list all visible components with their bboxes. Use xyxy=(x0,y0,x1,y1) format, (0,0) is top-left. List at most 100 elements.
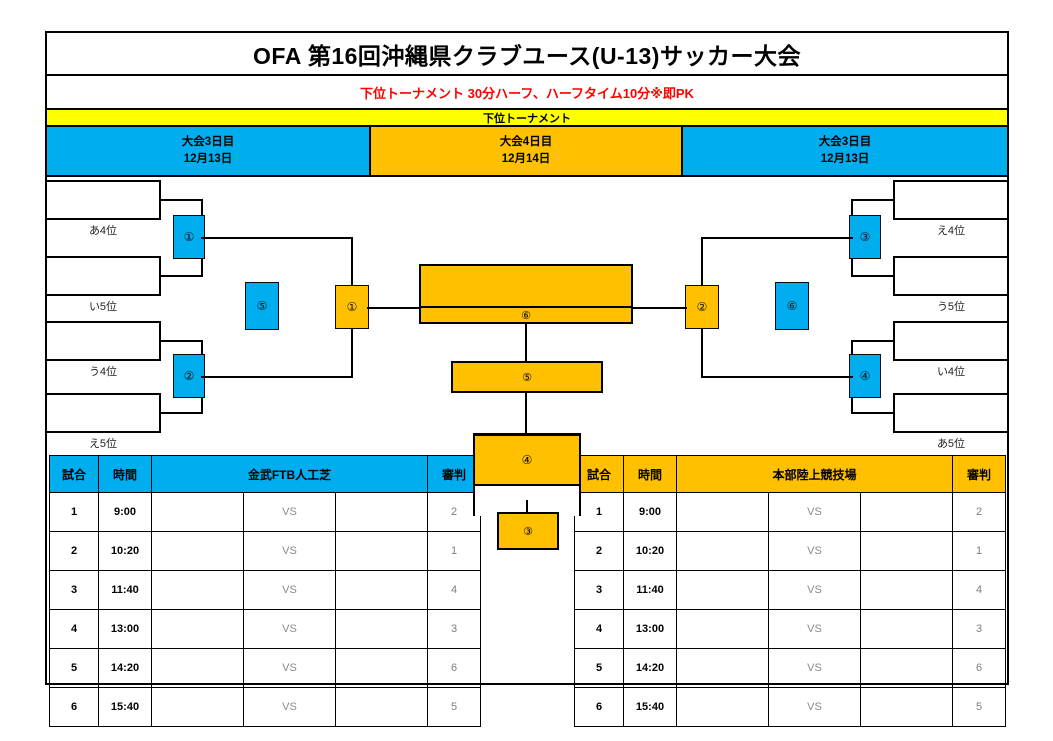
tournament-banner-text: 下位トーナメント xyxy=(483,112,571,125)
cell-left-vs-2: VS xyxy=(243,531,336,571)
match-badge-left-consolation: ⑤ xyxy=(245,282,279,330)
table-row: 4 13:00 VS 3 xyxy=(49,609,481,649)
cell-left-vs-1: VS xyxy=(243,492,336,532)
cell-left-away-2[interactable] xyxy=(335,531,428,571)
day-cell-1-date: 12月13日 xyxy=(183,153,233,165)
connector-right-2b xyxy=(851,412,895,414)
cell-right-home-6[interactable] xyxy=(676,687,769,727)
match-badge-right-1: ③ xyxy=(849,215,881,259)
cell-left-away-1[interactable] xyxy=(335,492,428,532)
cell-right-time-1: 9:00 xyxy=(623,492,677,532)
connector-final-down-1 xyxy=(525,324,527,361)
cell-right-home-3[interactable] xyxy=(676,570,769,610)
team-label-left-1: あ4位 xyxy=(88,225,118,237)
connector-right-to-final xyxy=(631,307,687,309)
team-label-right-4: あ5位 xyxy=(936,438,966,450)
table-row: 3 11:40 VS 4 xyxy=(574,570,1006,610)
cell-right-vs-2: VS xyxy=(768,531,861,571)
cell-right-home-5[interactable] xyxy=(676,648,769,688)
team-slot-right-1 xyxy=(893,180,1009,220)
connector-right-sf-top xyxy=(701,237,853,239)
cell-right-away-2[interactable] xyxy=(860,531,953,571)
cell-left-time-6: 15:40 xyxy=(98,687,152,727)
table-row: 6 15:40 VS 5 xyxy=(49,687,481,727)
cell-left-away-3[interactable] xyxy=(335,570,428,610)
cell-right-home-4[interactable] xyxy=(676,609,769,649)
match-badge-right-2: ④ xyxy=(849,354,881,398)
cell-right-away-3[interactable] xyxy=(860,570,953,610)
table-row: 2 10:20 VS 1 xyxy=(49,531,481,571)
cell-left-ref-1: 2 xyxy=(427,492,481,532)
cell-left-time-5: 14:20 xyxy=(98,648,152,688)
connector-final-down-2 xyxy=(525,393,527,433)
day-cell-3: 大会3日目 12月13日 xyxy=(683,127,1007,175)
cell-right-no-6: 6 xyxy=(574,687,624,727)
day-cell-3-date: 12月13日 xyxy=(820,153,870,165)
center-box-3: ③ xyxy=(497,512,559,550)
cell-left-away-5[interactable] xyxy=(335,648,428,688)
cell-left-time-1: 9:00 xyxy=(98,492,152,532)
cell-left-home-4[interactable] xyxy=(151,609,244,649)
table-row: 5 14:20 VS 6 xyxy=(574,648,1006,688)
third-place-box: ⑤ xyxy=(451,361,603,393)
page-title-text: OFA 第16回沖縄県クラブユース(U-13)サッカー大会 xyxy=(253,42,801,69)
cell-left-home-6[interactable] xyxy=(151,687,244,727)
day-cell-2-date: 12月14日 xyxy=(501,153,551,165)
cell-right-no-2: 2 xyxy=(574,531,624,571)
cell-right-vs-4: VS xyxy=(768,609,861,649)
cell-left-home-2[interactable] xyxy=(151,531,244,571)
cell-left-no-6: 6 xyxy=(49,687,99,727)
team-slot-left-3 xyxy=(45,321,161,361)
cell-left-time-4: 13:00 xyxy=(98,609,152,649)
cell-left-home-5[interactable] xyxy=(151,648,244,688)
cell-right-time-6: 15:40 xyxy=(623,687,677,727)
team-slot-left-2 xyxy=(45,256,161,296)
cell-right-ref-1: 2 xyxy=(952,492,1006,532)
team-label-left-3: う4位 xyxy=(88,366,118,378)
cell-right-no-3: 3 xyxy=(574,570,624,610)
table-row: 4 13:00 VS 3 xyxy=(574,609,1006,649)
subtitle-text: 下位トーナメント 30分ハーフ、ハーフタイム10分※即PK xyxy=(360,85,694,101)
team-label-left-4: え5位 xyxy=(88,438,118,450)
connector-left-to-final xyxy=(367,307,421,309)
cell-right-time-4: 13:00 xyxy=(623,609,677,649)
cell-left-home-1[interactable] xyxy=(151,492,244,532)
cell-left-ref-5: 6 xyxy=(427,648,481,688)
cell-left-no-5: 5 xyxy=(49,648,99,688)
cell-left-home-3[interactable] xyxy=(151,570,244,610)
match-badge-left-semifinal: ① xyxy=(335,285,369,329)
table-row: 5 14:20 VS 6 xyxy=(49,648,481,688)
schedule-table-left: 試合 時間 金武FTB人工芝 審判 1 9:00 VS 2 2 10:20 VS xyxy=(49,455,481,727)
cell-right-vs-6: VS xyxy=(768,687,861,727)
cell-right-time-3: 11:40 xyxy=(623,570,677,610)
connector-left-1b xyxy=(159,275,203,277)
cell-right-away-1[interactable] xyxy=(860,492,953,532)
cell-right-time-2: 10:20 xyxy=(623,531,677,571)
cell-right-away-5[interactable] xyxy=(860,648,953,688)
cell-right-home-2[interactable] xyxy=(676,531,769,571)
table-header-row-right: 試合 時間 本部陸上競技場 審判 xyxy=(574,455,1006,493)
th-left-venue: 金武FTB人工芝 xyxy=(151,455,428,493)
cell-right-away-4[interactable] xyxy=(860,609,953,649)
cell-left-vs-6: VS xyxy=(243,687,336,727)
cell-left-ref-2: 1 xyxy=(427,531,481,571)
cell-right-away-6[interactable] xyxy=(860,687,953,727)
cell-left-away-6[interactable] xyxy=(335,687,428,727)
cell-left-ref-3: 4 xyxy=(427,570,481,610)
connector-left-2a xyxy=(159,340,203,342)
cell-right-vs-1: VS xyxy=(768,492,861,532)
day-cell-1: 大会3日目 12月13日 xyxy=(47,127,371,175)
cell-left-no-2: 2 xyxy=(49,531,99,571)
connector-left-2b xyxy=(159,412,203,414)
team-slot-left-4 xyxy=(45,393,161,433)
team-label-right-2: う5位 xyxy=(936,301,966,313)
cell-right-home-1[interactable] xyxy=(676,492,769,532)
table-row: 1 9:00 VS 2 xyxy=(49,492,481,532)
cell-right-no-1: 1 xyxy=(574,492,624,532)
cell-left-vs-5: VS xyxy=(243,648,336,688)
cell-left-away-4[interactable] xyxy=(335,609,428,649)
th-left-referee: 審判 xyxy=(427,455,481,493)
cell-left-no-4: 4 xyxy=(49,609,99,649)
cell-left-time-2: 10:20 xyxy=(98,531,152,571)
cell-left-ref-4: 3 xyxy=(427,609,481,649)
